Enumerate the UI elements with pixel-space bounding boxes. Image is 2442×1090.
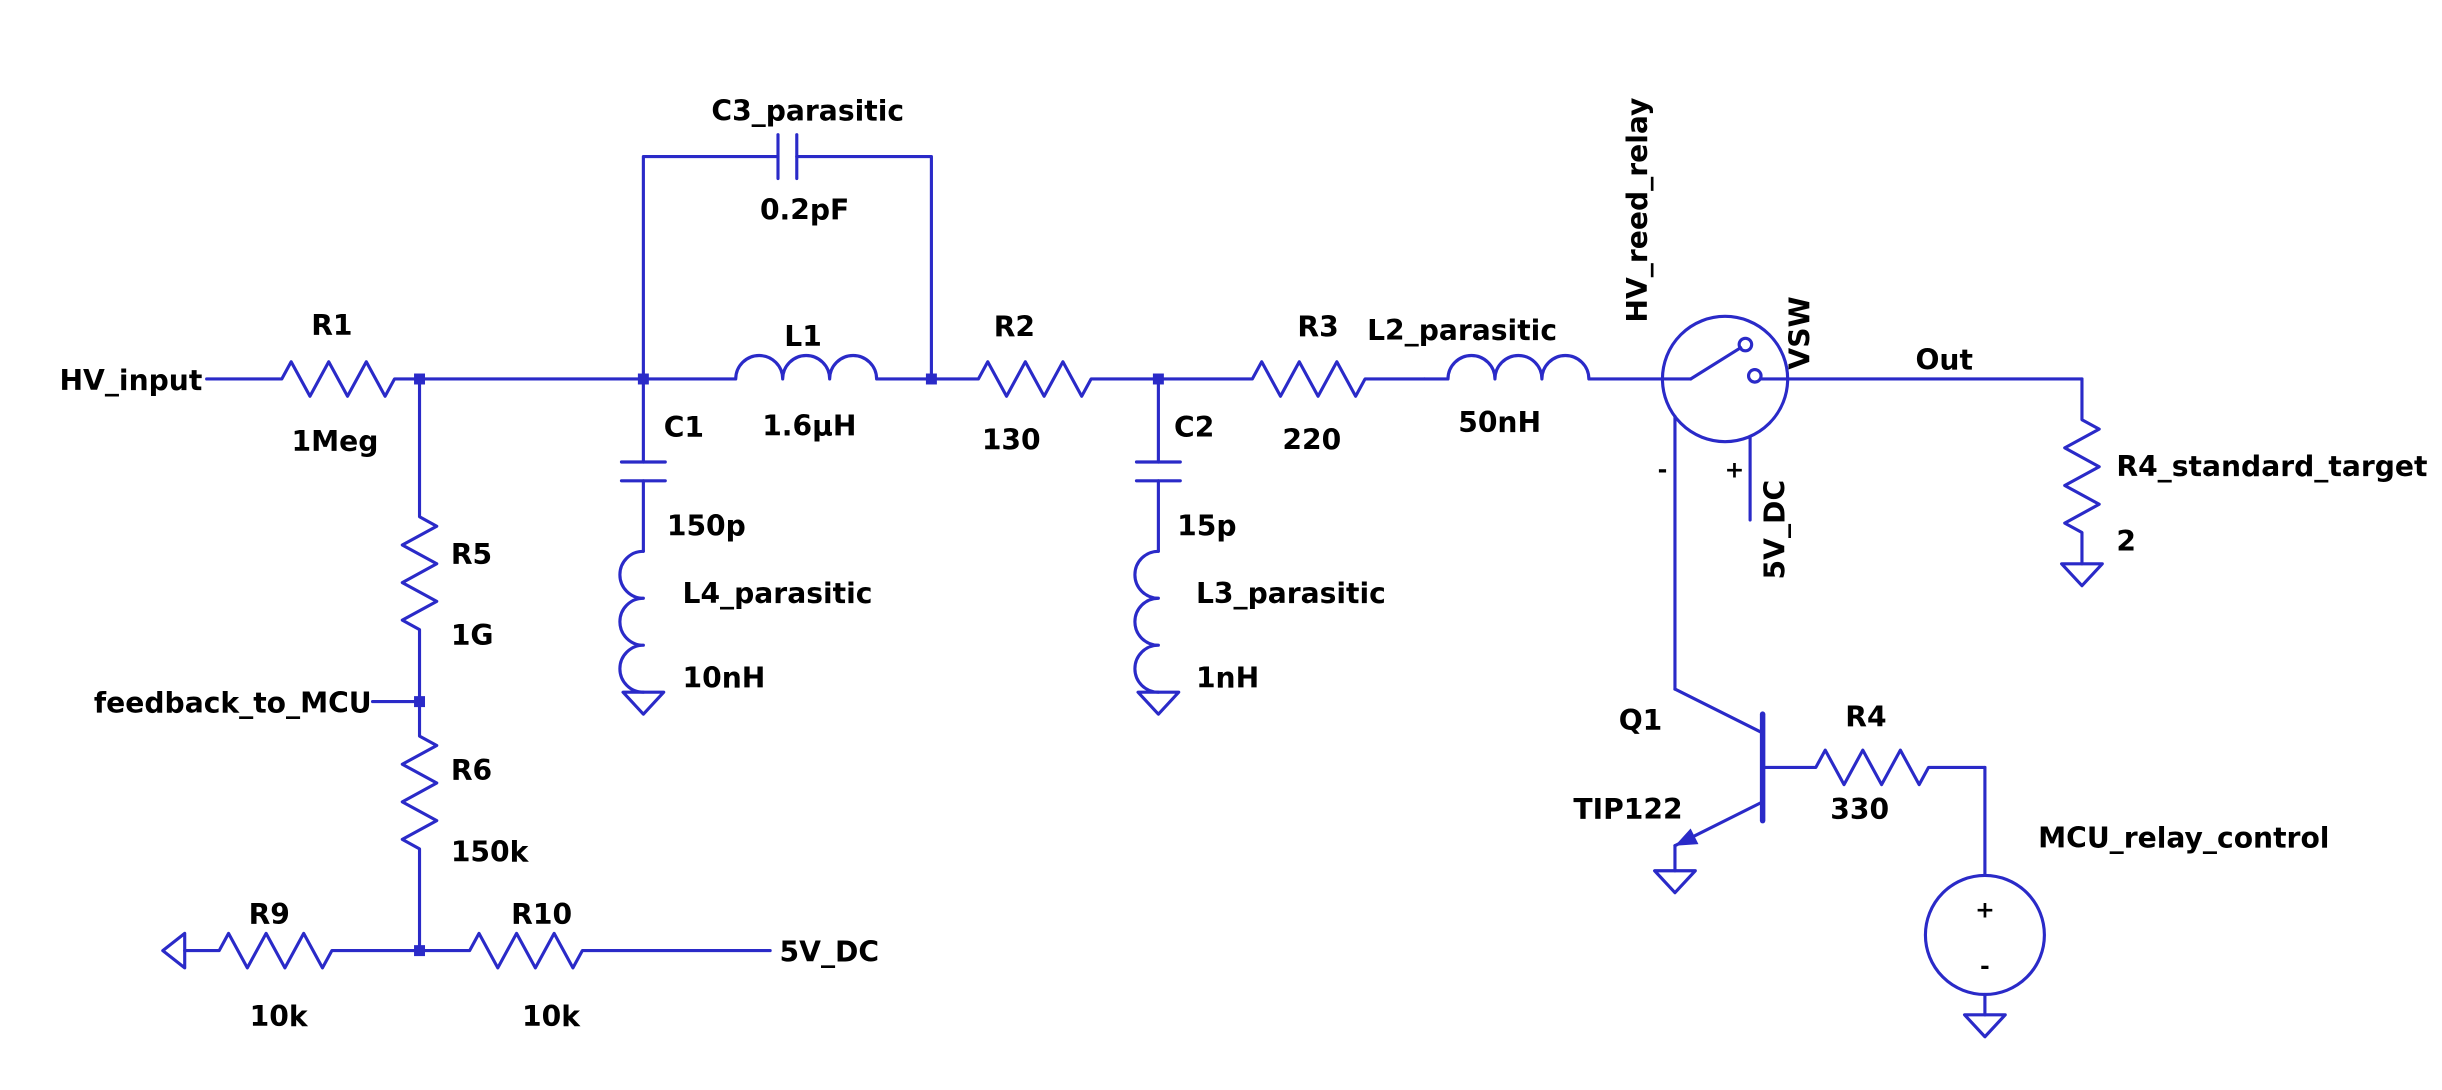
transistor-collector-symbol[interactable] — [1673, 687, 1765, 735]
net-label-5vdc-bottom[interactable]: 5V_DC — [780, 936, 880, 969]
emitter-arrow-icon — [1674, 828, 1699, 846]
resistor-r2[interactable]: R2 130 — [929, 311, 1160, 457]
relay-contact-dot — [1737, 336, 1754, 353]
inductor-l4-parasitic[interactable]: L4_parasitic 10nH — [618, 549, 873, 695]
resistor-r4-symbol[interactable] — [1761, 748, 1987, 787]
relay-name-label[interactable]: HV_reed_relay — [1621, 98, 1654, 323]
rtarget-name-label[interactable]: R4_standard_target — [2116, 450, 2427, 483]
l2-name-label[interactable]: L2_parasitic — [1367, 314, 1557, 347]
r6-value-label[interactable]: 150k — [451, 835, 530, 868]
ground-icon[interactable] — [621, 690, 666, 716]
junction-dot — [414, 945, 426, 957]
relay-switch-blade-symbol[interactable] — [1689, 346, 1743, 381]
resistor-r6-symbol[interactable] — [400, 700, 439, 953]
junction-dot — [637, 373, 649, 385]
voltage-source-mcu-relay-control[interactable]: + - MCU_relay_control — [1923, 765, 2329, 1017]
vsource-name-label[interactable]: MCU_relay_control — [2038, 821, 2329, 854]
c1-value-label[interactable]: 150p — [667, 510, 746, 543]
r4-value-label[interactable]: 330 — [1830, 793, 1889, 826]
q1-value-label[interactable]: TIP122 — [1573, 793, 1682, 826]
ground-icon[interactable] — [2060, 562, 2104, 588]
inductor-l2-parasitic[interactable]: L2_parasitic 50nH — [1367, 314, 1665, 439]
resistor-r1[interactable]: R1 1Meg — [205, 309, 422, 458]
inductor-l4-symbol[interactable] — [618, 549, 645, 694]
wire[interactable] — [641, 155, 780, 381]
l1-value-label[interactable]: 1.6µH — [762, 409, 856, 442]
r4-name-label[interactable]: R4 — [1845, 701, 1886, 734]
l3-name-label[interactable]: L3_parasitic — [1196, 577, 1386, 610]
resistor-r2-symbol[interactable] — [929, 360, 1160, 398]
l1-name-label[interactable]: L1 — [784, 320, 822, 353]
c2-value-label[interactable]: 15p — [1177, 510, 1236, 543]
r3-value-label[interactable]: 220 — [1282, 423, 1341, 456]
resistor-r1-symbol[interactable] — [205, 360, 422, 398]
r5-name-label[interactable]: R5 — [451, 538, 492, 571]
net-label-out[interactable]: Out — [1915, 344, 1972, 377]
resistor-r5-symbol[interactable] — [400, 377, 439, 704]
l2-value-label[interactable]: 50nH — [1458, 406, 1541, 439]
inductor-l3-symbol[interactable] — [1133, 549, 1160, 694]
inductor-l1-symbol[interactable] — [641, 354, 933, 381]
r10-name-label[interactable]: R10 — [511, 898, 572, 931]
net-label-hv-input[interactable]: HV_input — [59, 364, 202, 397]
net-label-feedback-to-mcu[interactable]: feedback_to_MCU — [94, 687, 372, 720]
resistor-r9-symbol[interactable] — [183, 931, 422, 970]
l4-value-label[interactable]: 10nH — [683, 662, 766, 695]
r3-name-label[interactable]: R3 — [1297, 311, 1338, 344]
junction-dot — [1152, 373, 1164, 385]
relay-coil-plus-label: + — [1725, 456, 1745, 484]
resistor-r5[interactable]: R5 1G — [400, 377, 494, 704]
capacitor-c1[interactable]: C1 150p — [619, 377, 746, 553]
net-label-5vdc-relay[interactable]: 5V_DC — [1759, 480, 1792, 580]
ground-icon[interactable] — [1962, 1013, 2007, 1039]
ground-icon[interactable] — [161, 931, 187, 970]
r1-value-label[interactable]: 1Meg — [292, 425, 379, 458]
c3-name-label[interactable]: C3_parasitic — [711, 95, 904, 128]
resistor-rtarget-symbol[interactable] — [2063, 377, 2101, 566]
resistor-r3[interactable]: R3 220 — [1156, 311, 1427, 457]
r2-value-label[interactable]: 130 — [982, 423, 1041, 456]
source-plus-label: + — [1975, 896, 1995, 924]
c2-name-label[interactable]: C2 — [1174, 411, 1214, 444]
transistor-q1[interactable]: Q1 TIP122 — [1573, 687, 1766, 873]
resistor-r10[interactable]: R10 10k — [417, 898, 772, 1033]
relay-hv-reed-relay[interactable]: HV_reed_relay VSW 5V_DC - + — [1621, 98, 1817, 691]
relay-contact-dot — [1746, 368, 1763, 384]
r1-name-label[interactable]: R1 — [311, 309, 352, 342]
capacitor-c2[interactable]: C2 15p — [1134, 377, 1237, 553]
r5-value-label[interactable]: 1G — [451, 619, 494, 652]
l4-name-label[interactable]: L4_parasitic — [683, 577, 873, 610]
c1-name-label[interactable]: C1 — [664, 411, 704, 444]
rtarget-value-label[interactable]: 2 — [2116, 525, 2136, 558]
r9-value-label[interactable]: 10k — [250, 1000, 309, 1033]
l3-value-label[interactable]: 1nH — [1196, 662, 1259, 695]
capacitor-c3-parasitic[interactable]: C3_parasitic 0.2pF — [641, 95, 933, 381]
r10-value-label[interactable]: 10k — [522, 1000, 581, 1033]
relay-model-label[interactable]: VSW — [1784, 296, 1817, 369]
r2-name-label[interactable]: R2 — [994, 311, 1035, 344]
inductor-l1[interactable]: L1 1.6µH — [641, 320, 933, 442]
junction-dot — [925, 373, 937, 385]
wire[interactable] — [795, 155, 933, 381]
resistor-r4[interactable]: R4 330 — [1761, 701, 1987, 826]
source-minus-label: - — [1980, 952, 1990, 980]
resistor-r6[interactable]: R6 150k — [400, 700, 530, 953]
resistor-r9[interactable]: R9 10k — [183, 898, 422, 1033]
c3-value-label[interactable]: 0.2pF — [760, 193, 849, 226]
ground-icon[interactable] — [1136, 690, 1181, 716]
q1-name-label[interactable]: Q1 — [1619, 704, 1663, 737]
junction-dot — [414, 696, 426, 708]
junction-dot — [414, 373, 426, 385]
resistor-r4-standard-target[interactable]: R4_standard_target 2 — [2063, 377, 2428, 566]
r6-name-label[interactable]: R6 — [451, 754, 492, 787]
inductor-l2-symbol[interactable] — [1422, 354, 1665, 381]
inductor-l3-parasitic[interactable]: L3_parasitic 1nH — [1133, 549, 1386, 695]
ground-icon[interactable] — [1653, 869, 1697, 895]
resistor-r3-symbol[interactable] — [1156, 360, 1427, 398]
r9-name-label[interactable]: R9 — [249, 898, 290, 931]
resistor-r10-symbol[interactable] — [417, 931, 772, 970]
relay-coil-minus-label: - — [1658, 456, 1668, 484]
